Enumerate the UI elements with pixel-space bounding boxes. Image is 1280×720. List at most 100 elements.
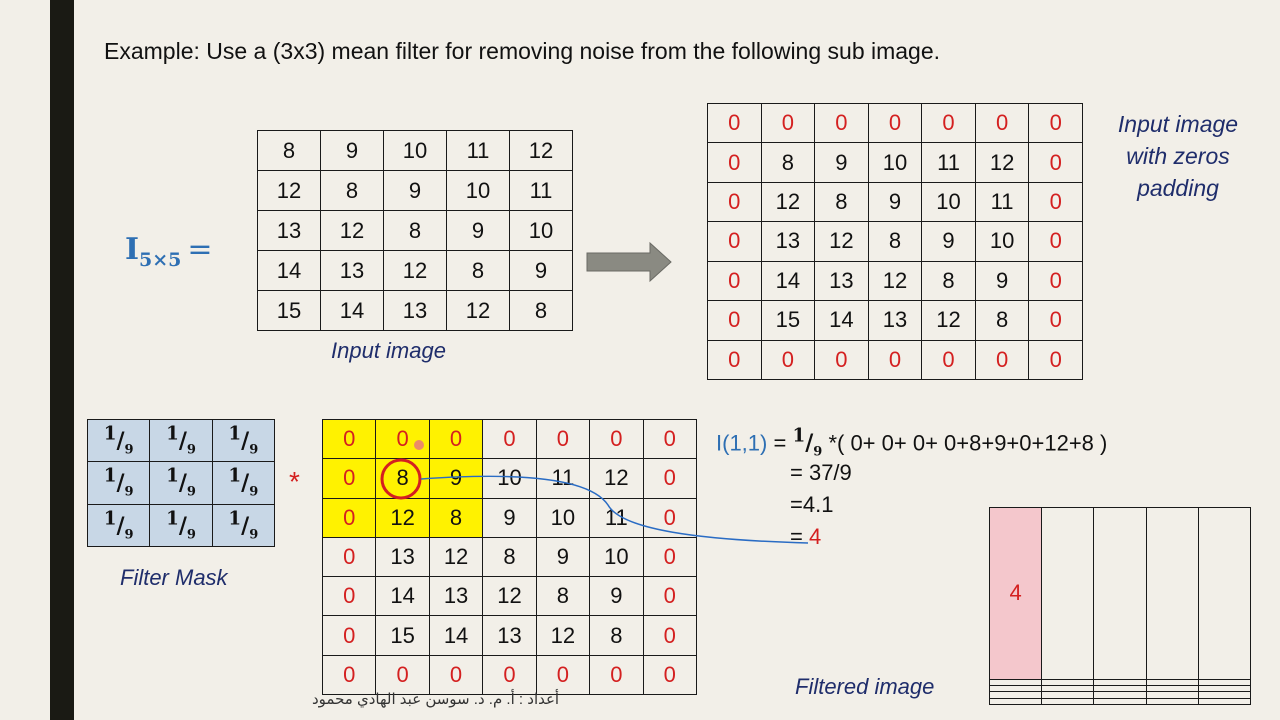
padded-image-cell: 0	[707, 102, 762, 144]
padded-image-cell: 11	[974, 181, 1030, 223]
filtered-image-cell	[1197, 697, 1252, 706]
working-image-cell: 0	[535, 654, 591, 696]
padded-image-cell: 0	[1028, 300, 1083, 341]
working-image-cell: 14	[375, 576, 430, 617]
input-image-cell: 9	[383, 170, 447, 211]
slide-left-bar	[50, 0, 74, 720]
padded-image-cell: 0	[707, 221, 762, 262]
padded-image-cell: 10	[921, 181, 976, 223]
working-image-cell: 0	[321, 536, 377, 578]
input-image-cell: 14	[320, 290, 384, 331]
convolution-operator: *	[289, 466, 300, 497]
working-image-cell: 0	[642, 458, 698, 499]
input-matrix-label: I5×5=	[125, 232, 213, 271]
padded-image-cell: 0	[760, 339, 816, 381]
padded-image-cell: 13	[867, 300, 923, 341]
padded-image-cell: 8	[974, 300, 1030, 341]
padded-image-cell: 9	[867, 181, 923, 223]
working-image-cell: 10	[482, 458, 537, 499]
working-image-cell: 0	[321, 576, 377, 617]
working-image-cell: 0	[321, 615, 377, 656]
working-image-cell: 9	[428, 458, 484, 499]
input-image-cell: 10	[383, 130, 447, 171]
working-image-cell: 0	[321, 458, 377, 499]
padded-image-cell: 12	[867, 260, 923, 302]
input-image-cell: 12	[509, 130, 573, 171]
working-image-cell: 8	[375, 458, 430, 499]
working-image-cell: 10	[589, 536, 644, 578]
filtered-image-cell	[1145, 507, 1199, 680]
working-image-cell: 0	[535, 418, 591, 460]
calc-line-4: = 4	[790, 524, 822, 549]
calc-line-2: = 37/9	[790, 460, 852, 485]
input-image-cell: 10	[509, 210, 573, 251]
padded-image-cell: 14	[814, 300, 869, 341]
input-image-cell: 14	[257, 250, 321, 291]
working-image-cell: 0	[642, 576, 698, 617]
padded-image-cell: 8	[814, 181, 869, 223]
filtered-image-row: 4	[988, 507, 1252, 680]
padded-image-cell: 0	[1028, 260, 1083, 302]
padded-image-cell: 0	[867, 102, 923, 144]
input-image-cell: 12	[383, 250, 447, 291]
padded-image-cell: 12	[921, 300, 976, 341]
padded-image-cell: 0	[1028, 102, 1083, 144]
filtered-image-caption: Filtered image	[795, 674, 935, 699]
input-image-cell: 9	[509, 250, 573, 291]
filtered-image-cell: 4	[988, 507, 1043, 680]
filter-mask-cell: 1/9	[86, 461, 151, 505]
working-image-cell: 12	[482, 576, 537, 617]
filtered-image-cell	[1041, 507, 1095, 680]
padded-image-cell: 8	[760, 142, 816, 183]
working-image-cell: 11	[589, 497, 644, 538]
padded-image-cell: 0	[814, 339, 869, 381]
input-image-cell: 8	[509, 290, 573, 331]
working-image-cell: 0	[321, 497, 377, 538]
padded-image-cell: 0	[707, 300, 762, 341]
working-image-cell: 8	[482, 536, 537, 578]
filter-mask-cell: 1/9	[149, 503, 213, 548]
working-image-cell: 8	[535, 576, 591, 617]
input-image-cell: 8	[320, 170, 384, 211]
working-image-cell: 0	[375, 654, 430, 696]
padded-image-cell: 12	[814, 221, 869, 262]
padded-image-cell: 12	[974, 142, 1030, 183]
input-image-cell: 12	[320, 210, 384, 251]
filtered-image-cell	[1093, 507, 1147, 680]
working-image-cell: 9	[482, 497, 537, 538]
padded-image-cell: 0	[707, 181, 762, 223]
input-image-cell: 9	[446, 210, 510, 251]
filter-mask-cell: 1/9	[149, 461, 213, 505]
working-image-cell: 0	[642, 654, 698, 696]
working-image-cell: 8	[428, 497, 484, 538]
padded-image-cell: 0	[921, 339, 976, 381]
padded-image-cell: 0	[974, 339, 1030, 381]
padded-image-cell: 0	[1028, 142, 1083, 183]
padded-image-cell: 10	[867, 142, 923, 183]
input-image-cell: 8	[446, 250, 510, 291]
working-image-cell: 0	[482, 418, 537, 460]
working-image-cell: 0	[589, 654, 644, 696]
working-image-cell: 8	[589, 615, 644, 656]
padded-image-cell: 0	[974, 102, 1030, 144]
working-image-cell: 15	[375, 615, 430, 656]
working-image-cell: 12	[428, 536, 484, 578]
filter-mask-cell: 1/9	[86, 418, 151, 463]
input-image-cell: 13	[257, 210, 321, 251]
padded-image-cell: 0	[707, 339, 762, 381]
